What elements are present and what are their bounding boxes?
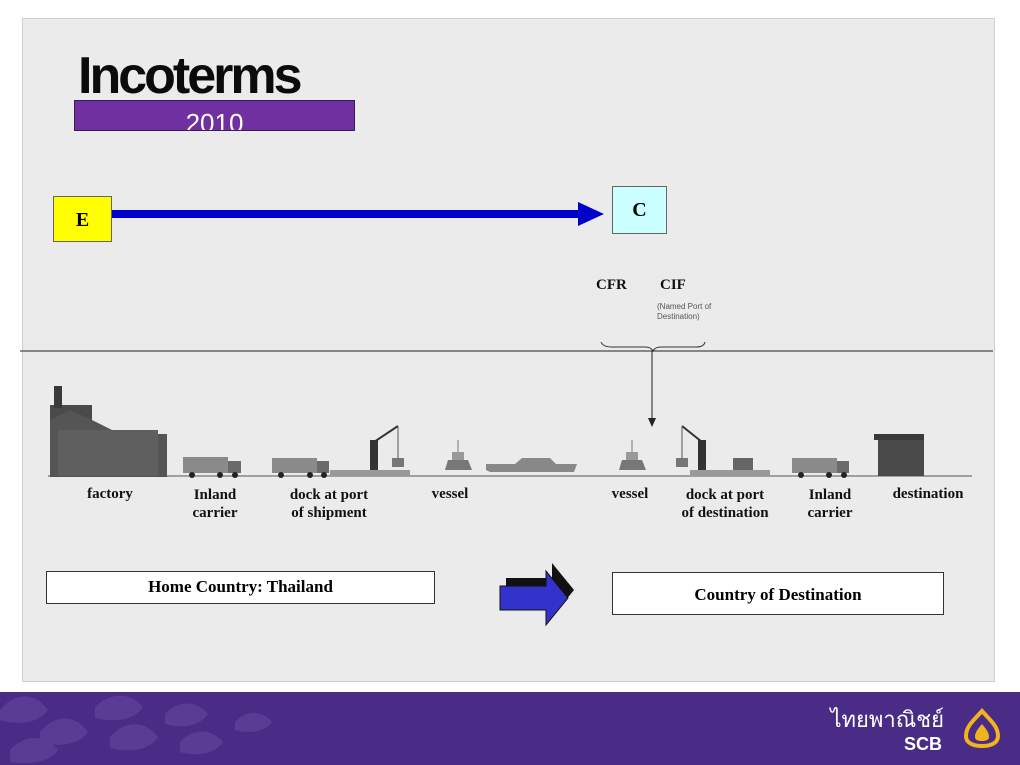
truck-icon [272, 458, 329, 478]
stage-label-factory: factory [87, 486, 133, 502]
decorative-pattern-icon [0, 695, 272, 764]
ship-icon [486, 458, 577, 472]
factory-icon [50, 386, 167, 477]
stage-label-dock-shipment: dock at port of shipment [289, 487, 369, 521]
brand-name-scb: SCB [903, 734, 942, 754]
destination-country-box: Country of Destination [612, 572, 944, 615]
stage-label-vessel: vessel [611, 486, 649, 502]
stage-label-inland-carrier: Inland carrier [192, 487, 238, 521]
footer-bar: ไทยพาณิชย์ SCB [0, 692, 1020, 765]
pointer-arrowhead [648, 418, 656, 427]
cfr-label: CFR [596, 277, 627, 293]
ship-icon [445, 440, 472, 470]
crane-icon [676, 425, 770, 476]
crane-icon [330, 425, 410, 476]
truck-icon [183, 457, 241, 478]
truck-icon [792, 458, 849, 478]
term-c-box: C [612, 186, 667, 234]
scb-logo-icon [963, 708, 1001, 748]
destination-building-icon [874, 434, 924, 476]
stage-label-destination: destination [892, 486, 964, 502]
home-country-box: Home Country: Thailand [46, 571, 435, 604]
stage-label-inland-carrier: Inland carrier [807, 487, 853, 521]
term-e-box: E [53, 196, 112, 242]
logo-year-bar: 2010 [74, 100, 355, 131]
e-to-c-arrow-head [578, 202, 604, 226]
stage-label-vessel: vessel [431, 486, 469, 502]
cfr-cif-brace [600, 341, 706, 353]
brand-name-thai: ไทยพาณิชย์ [830, 708, 944, 733]
named-port-note: (Named Port of Destination) [657, 302, 712, 321]
block-arrow-icon [499, 563, 574, 627]
cif-label: CIF [660, 277, 686, 293]
incoterms-logo: Incoterms [78, 47, 303, 105]
ship-icon [619, 440, 646, 470]
stage-label-dock-destination: dock at port of destination [681, 487, 769, 521]
